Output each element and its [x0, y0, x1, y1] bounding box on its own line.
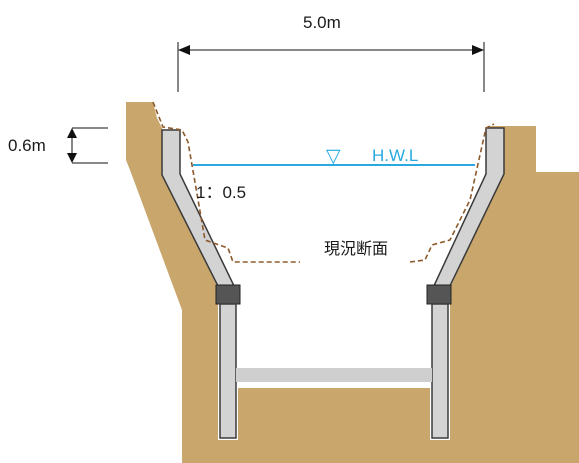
right-vertical-wall — [431, 303, 449, 439]
left-joint-block — [215, 284, 241, 305]
freeboard-arrow-top — [67, 128, 77, 138]
existing-section-line-left — [152, 101, 300, 263]
water-level-symbol: ▽ — [326, 146, 341, 167]
width-arrow-left — [178, 45, 190, 55]
hwl-label: H.W.L — [372, 146, 418, 165]
existing-section-line-right — [409, 123, 495, 263]
left-vertical-wall — [219, 303, 237, 439]
soil-ground — [126, 102, 579, 463]
floor-strut — [236, 368, 432, 382]
width-arrow-right — [472, 45, 484, 55]
slope-ratio-label: 1：0.5 — [196, 183, 246, 202]
top-width-label: 5.0m — [303, 13, 341, 32]
existing-section-label: 現況断面 — [324, 240, 388, 258]
right-joint-block — [426, 284, 452, 305]
freeboard-label: 0.6m — [8, 136, 46, 155]
freeboard-arrow-bottom — [67, 153, 77, 163]
